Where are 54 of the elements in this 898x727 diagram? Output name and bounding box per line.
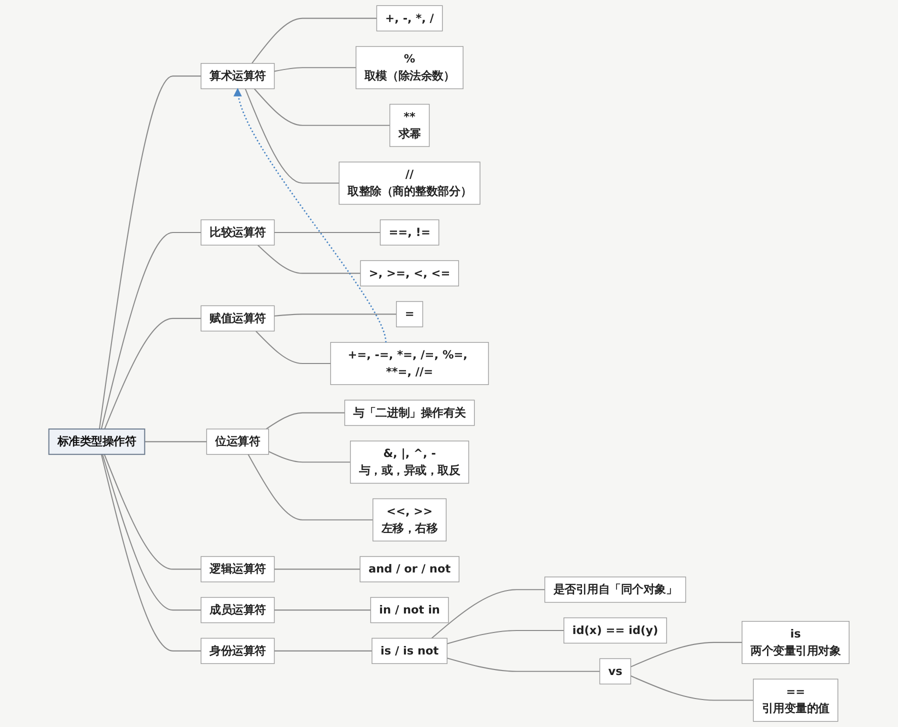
node-box: 是否引用自「同个对象」 [544,576,686,603]
node-box: and / or / not [360,556,460,582]
connector [104,318,202,430]
connector [248,454,373,520]
node-box: 成员运算符 [200,597,275,624]
connector [100,232,202,430]
connector [98,76,202,430]
node-box: 比较运算符 [200,219,275,246]
node-box: // 取整除（商的整数部分） [338,162,480,205]
node-box: 位运算符 [206,428,270,455]
node-box: 身份运算符 [200,638,275,664]
node-box: 与「二进制」操作有关 [344,400,475,426]
connector [274,650,372,652]
connector [254,88,390,126]
node-box: +, -, *, / [376,5,443,32]
node-box: 赋值运算符 [200,305,275,332]
node-box: in / not in [370,597,449,624]
connector [144,441,207,442]
connector [104,454,202,570]
node-box: 标准类型操作符 [48,428,146,455]
node-box: is 两个变量引用对象 [742,620,850,664]
connector [102,454,202,611]
node-box: vs [599,658,632,684]
connector [266,412,345,430]
node-box: <<, >> 左移，右移 [372,498,447,542]
node-box: id(x) == id(y) [564,617,667,644]
node-box: == 引用变量的值 [752,678,838,722]
node-box: ==, != [380,219,440,246]
node-box: = [396,301,424,328]
connector [274,67,356,72]
connector [274,610,371,611]
connector [100,454,202,652]
connector [446,630,564,644]
connector [274,568,360,570]
connector [274,314,396,317]
connector [630,675,754,701]
connector [446,658,600,672]
connector [257,244,360,274]
node-box: 逻辑运算符 [200,556,275,582]
connector [274,232,380,233]
connector [431,589,545,639]
arrow [234,88,387,343]
node-box: is / is not [372,638,448,664]
node-box: &, |, ^, - 与，或，异或，取反 [350,440,470,484]
node-box: +=, -=, *=, /=, %=, **=, //= [330,342,489,385]
node-box: ** 求幂 [389,104,430,147]
node-box: % 取模（除法余数） [356,46,464,90]
connector [244,88,340,184]
connector [630,642,742,668]
connector [251,18,377,64]
node-box: 算术运算符 [200,63,275,90]
connector [268,450,350,463]
node-box: >, >=, <, <= [360,260,459,286]
connector [256,330,331,364]
